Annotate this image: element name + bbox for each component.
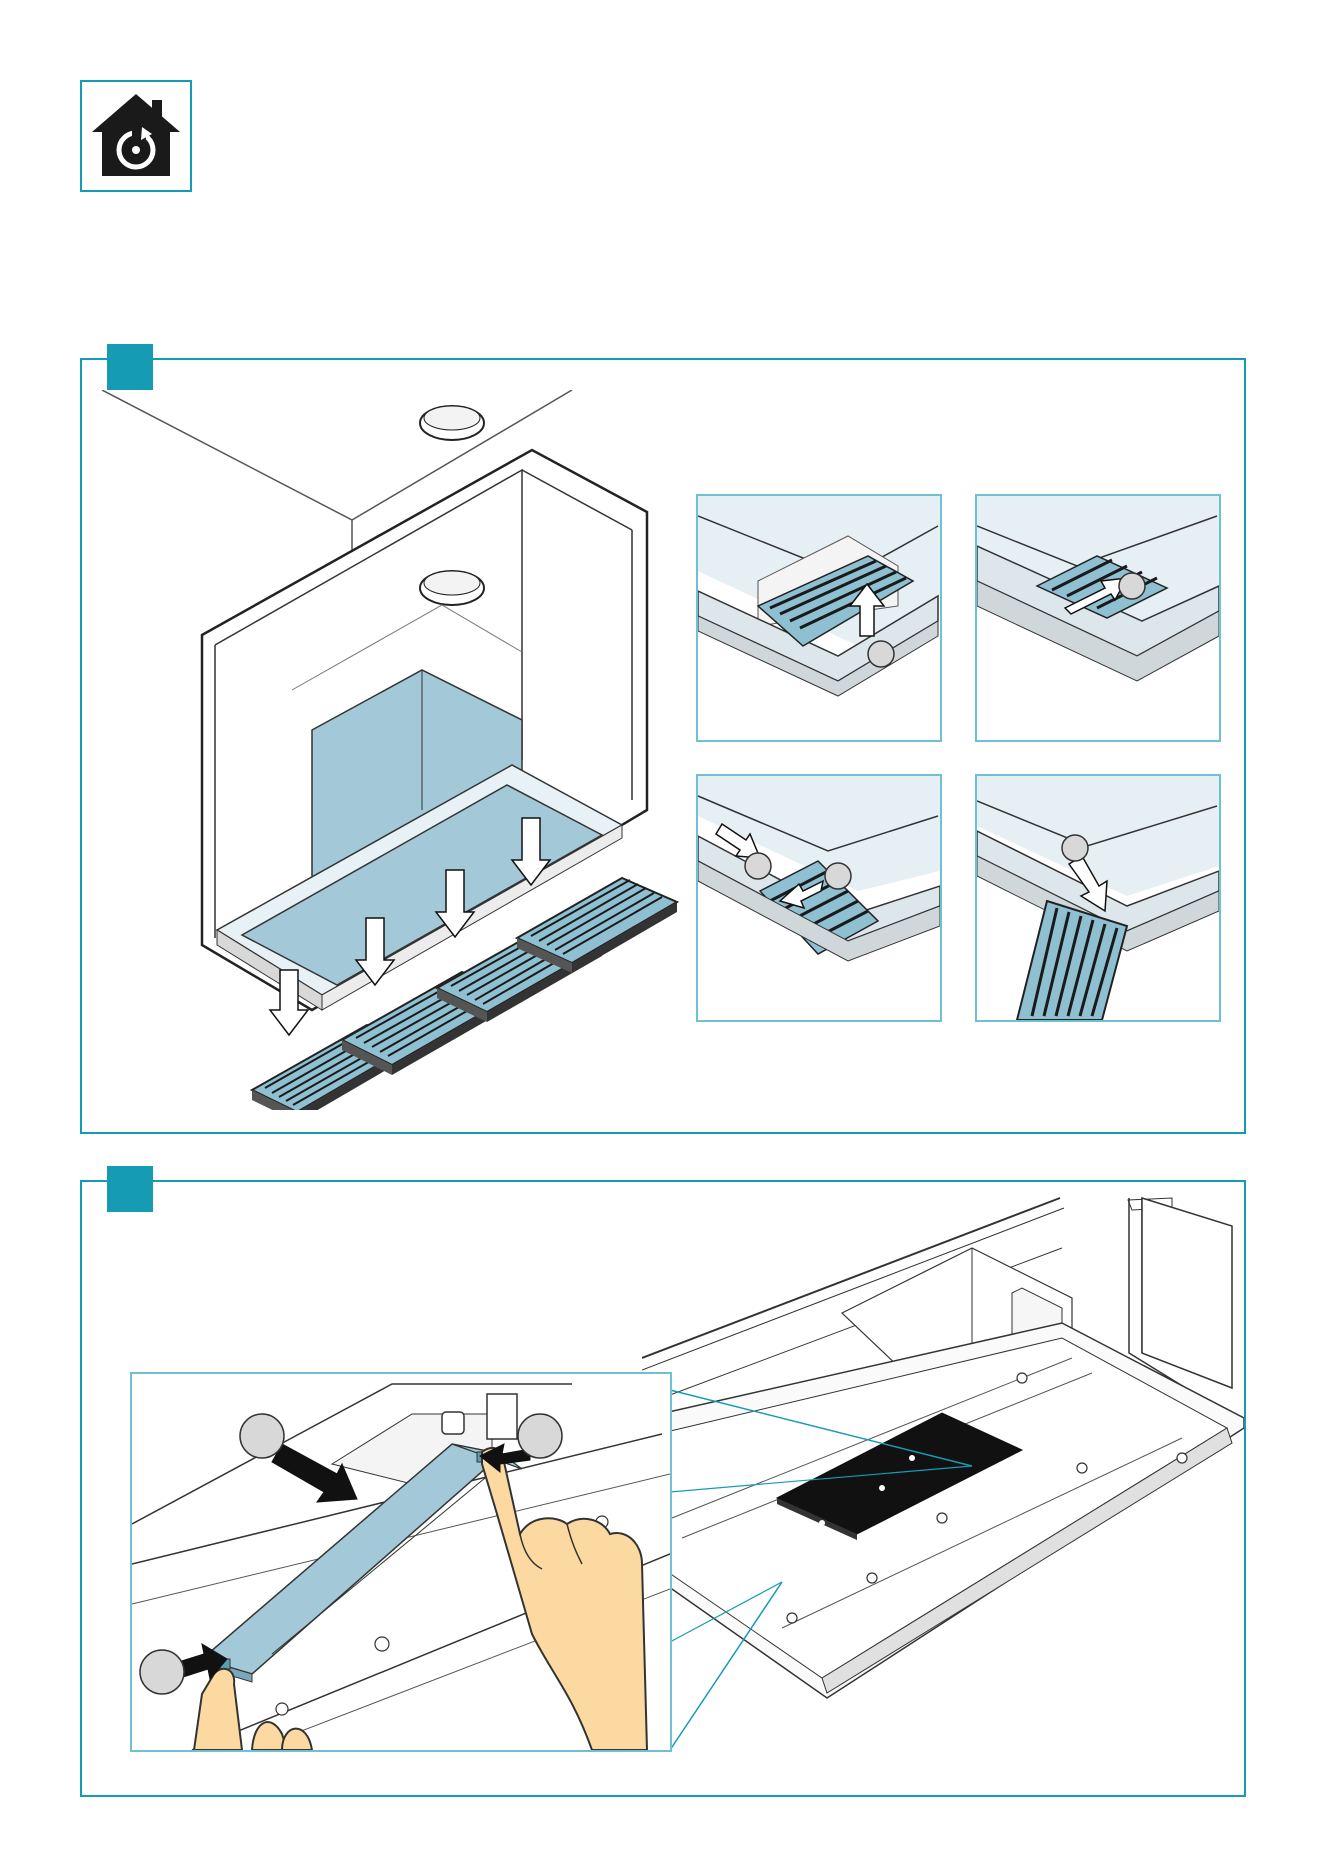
filter-tilt-out-illustration xyxy=(698,776,940,1020)
hood-filters-illustration xyxy=(102,390,742,1110)
left-hand-finger xyxy=(194,1669,312,1750)
step-1-inset-b xyxy=(975,494,1221,742)
callout-circle xyxy=(1119,573,1145,599)
step-1-badge xyxy=(107,344,153,390)
callout-circle xyxy=(825,863,851,889)
step-2-panel xyxy=(80,1180,1246,1797)
callout-circle xyxy=(745,853,771,879)
maintenance-header-icon-frame xyxy=(80,80,192,192)
step-1-inset-c xyxy=(696,774,942,1022)
home-maintenance-icon xyxy=(82,82,190,190)
step-1-inset-d xyxy=(975,774,1221,1022)
step-1-inset-a xyxy=(696,494,942,742)
callout-circle xyxy=(1062,835,1088,861)
filter-lift-up-illustration xyxy=(698,496,940,740)
step-2-detail-frame xyxy=(130,1372,672,1752)
callout-circle xyxy=(868,641,894,667)
filter-slide-back-illustration xyxy=(977,496,1219,740)
filter-drop-down-illustration xyxy=(977,776,1219,1020)
right-hand xyxy=(482,1448,647,1750)
panel-clip-release-illustration xyxy=(132,1374,670,1750)
step-1-panel xyxy=(80,358,1246,1134)
